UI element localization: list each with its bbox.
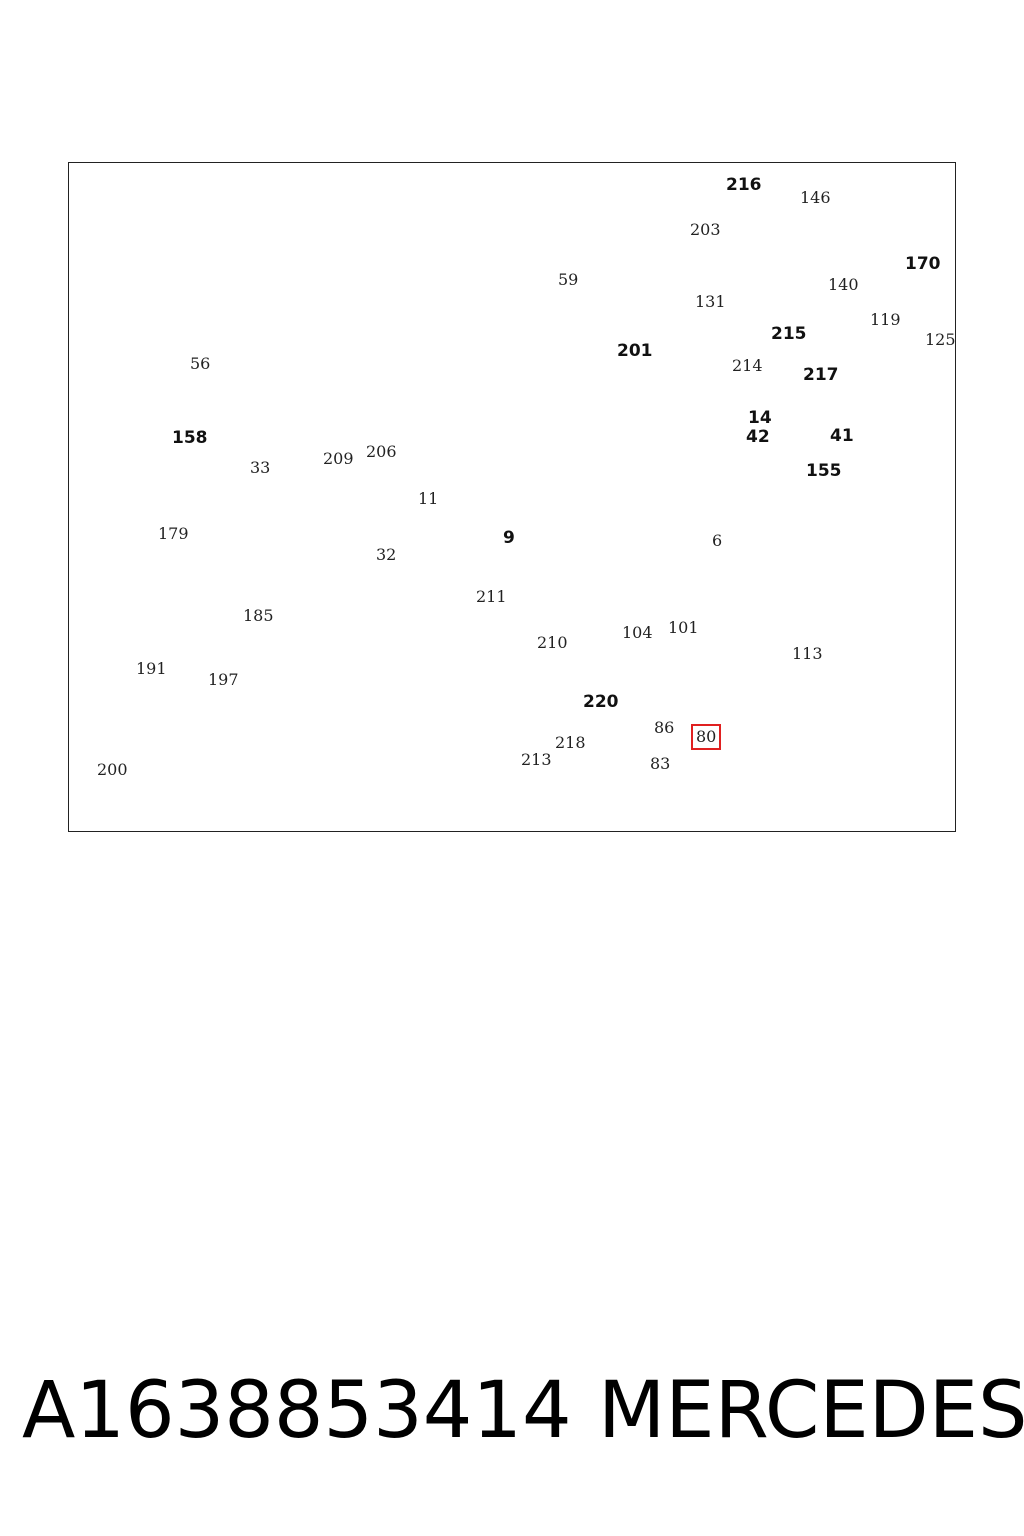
label-191: 191 (136, 659, 167, 678)
label-140: 140 (828, 275, 859, 294)
label-6: 6 (712, 531, 723, 550)
label-42: 42 (746, 427, 770, 447)
label-56: 56 (190, 354, 211, 373)
label-210: 210 (537, 633, 568, 652)
brand-name: MERCEDES (598, 1366, 1024, 1456)
label-158: 158 (172, 428, 208, 448)
label-155: 155 (806, 461, 842, 481)
label-104: 104 (622, 623, 653, 642)
label-214: 214 (732, 356, 763, 375)
label-220: 220 (583, 692, 619, 712)
label-101: 101 (668, 618, 699, 637)
label-14: 14 (748, 408, 772, 428)
label-83: 83 (650, 754, 671, 773)
label-218: 218 (555, 733, 586, 752)
label-185: 185 (243, 606, 274, 625)
part-number: A1638853414 (22, 1366, 572, 1456)
label-200: 200 (97, 760, 128, 779)
footer: A1638853414 MERCEDES (0, 1372, 1024, 1462)
label-125: 125 (925, 330, 956, 349)
label-216: 216 (726, 175, 762, 195)
label-209: 209 (323, 449, 354, 468)
label-203: 203 (690, 220, 721, 239)
label-215: 215 (771, 324, 807, 344)
label-86: 86 (654, 718, 675, 737)
label-41: 41 (830, 426, 854, 446)
label-33: 33 (250, 458, 271, 477)
label-211: 211 (476, 587, 507, 606)
label-201: 201 (617, 341, 653, 361)
label-217: 217 (803, 365, 839, 385)
label-80-highlighted: 80 (690, 724, 722, 750)
label-146: 146 (800, 188, 831, 207)
diagram-frame (68, 162, 956, 832)
label-119: 119 (870, 310, 901, 329)
label-113: 113 (792, 644, 823, 663)
label-213: 213 (521, 750, 552, 769)
label-9: 9 (503, 528, 515, 548)
label-197: 197 (208, 670, 239, 689)
label-11: 11 (418, 489, 439, 508)
label-206: 206 (366, 442, 397, 461)
label-179: 179 (158, 524, 189, 543)
label-32: 32 (376, 545, 397, 564)
label-59: 59 (558, 270, 579, 289)
label-131: 131 (695, 292, 726, 311)
label-170: 170 (905, 254, 941, 274)
